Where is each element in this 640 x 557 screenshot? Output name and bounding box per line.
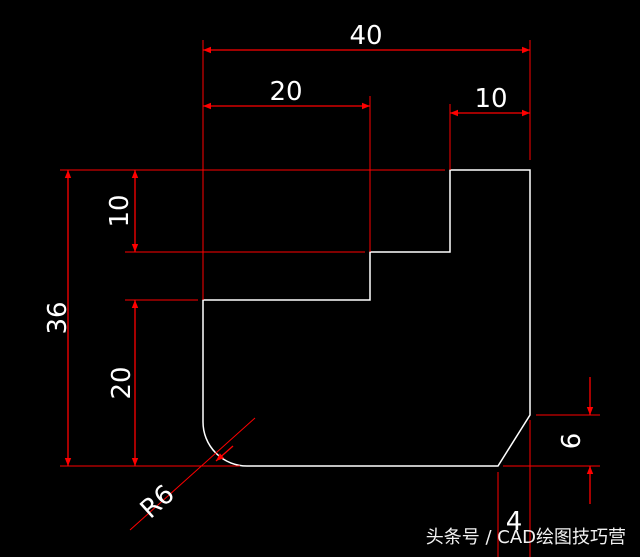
watermark: 头条号 / CAD绘图技巧营 (425, 527, 626, 548)
dim-overall-width: 40 (349, 21, 382, 51)
extension-lines (60, 40, 600, 557)
dim-upper-step-height: 10 (105, 194, 135, 227)
dimension-lines (64, 46, 594, 504)
part-outline (202, 169, 531, 467)
dim-lower-height: 20 (107, 366, 137, 399)
dim-chamfer-height: 6 (557, 433, 587, 450)
dim-fillet-radius: R6 (135, 479, 181, 524)
dim-chamfer-width: 4 (506, 507, 523, 537)
dim-right-step-width: 10 (474, 84, 507, 114)
dim-left-step-width: 20 (269, 77, 302, 107)
dim-overall-height: 36 (43, 301, 73, 334)
